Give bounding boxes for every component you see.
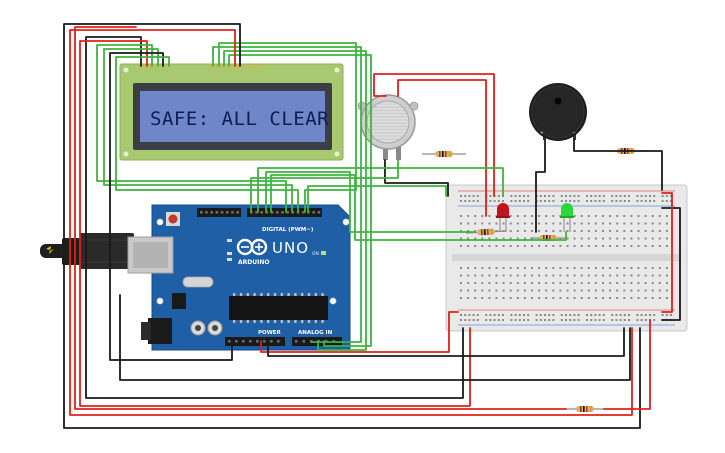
resistor-sensor [422,151,466,157]
wire-lcd-k [63,23,641,429]
wire-lcd-d7 [228,54,372,347]
wire-green-ext [257,167,504,213]
wire-res-red [603,319,651,410]
wire-rail-black [661,207,681,321]
wire-lcd-d6 [223,50,367,351]
lcd-display: SAFE: ALL CLEAR [119,63,344,161]
wire-red-led-signal [265,171,475,233]
sensor-mesh [369,103,407,140]
infinity-logo-icon [236,238,268,256]
gas-sensor-icon [357,94,419,160]
analog-label: ANALOG IN [298,330,333,336]
svg-text:+: + [540,130,544,136]
wire-lcd-d4 [212,46,362,343]
svg-text:−: − [572,131,576,136]
green-led [560,203,574,232]
wire-lcd-d5 [218,42,357,213]
wire-sensor-gnd [384,159,449,197]
wire-bottom-black [119,294,631,381]
lcd-message: SAFE: ALL CLEAR [150,108,329,130]
wire-lcd-backlight [69,29,633,416]
model-label: UNO [272,239,309,257]
arduino-uno-board: DIGITAL (PWM~) POWER ANALOG IN UNO ARDUI… [40,204,351,351]
wire-green-led-signal [270,174,567,241]
wire-5v [260,311,459,353]
wire-lcd-e [115,56,299,213]
digital-header-label: DIGITAL (PWM~) [262,227,314,233]
wires [63,23,681,429]
chip-legs [233,293,324,323]
wire-sensor-vcc [373,73,495,197]
wire-buzzer-signal [307,185,447,213]
wire-sensor-a [397,79,487,217]
wire-res-red-left [74,26,567,410]
brand-label: ARDUINO [238,259,269,266]
wire-lcd-rw [109,52,233,361]
wire-gnd [267,327,625,357]
wire-rail-red [661,192,673,313]
piezo-buzzer-icon: + − [529,83,587,141]
red-led [496,203,510,232]
power-label: POWER [258,330,282,336]
wire-buzzer-pos [573,139,663,191]
usb-cable-icon [40,233,134,269]
wire-buzzer-neg [535,139,546,233]
on-led-label: ON [312,251,319,257]
wire-sensor-out [250,159,399,213]
resistor-bottom [566,406,604,412]
